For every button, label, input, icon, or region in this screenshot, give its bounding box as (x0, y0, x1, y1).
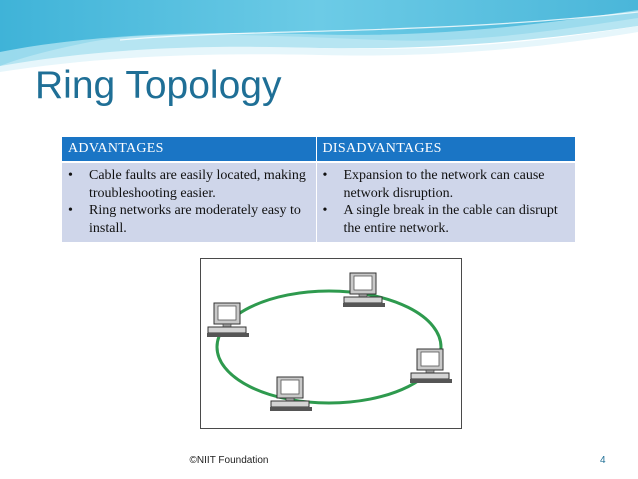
advantages-header: ADVANTAGES (62, 137, 317, 162)
computer-icon (409, 348, 453, 384)
list-item: • Cable faults are easily located, making… (66, 167, 312, 202)
disadvantage-text: A single break in the cable can disrupt … (343, 203, 558, 236)
computer-icon (342, 272, 386, 308)
list-item: • Expansion to the network can cause netw… (321, 167, 572, 202)
ring-cable (215, 289, 443, 405)
bullet-glyph: • (68, 168, 73, 183)
comparison-table: ADVANTAGES DISADVANTAGES • Cable faults a… (62, 137, 575, 242)
disadvantages-header: DISADVANTAGES (316, 137, 575, 162)
disadvantages-cell: • Expansion to the network can cause netw… (316, 161, 575, 242)
computer-icon (206, 302, 250, 338)
ring-diagram-svg (206, 272, 453, 412)
header-wave-band (0, 0, 638, 72)
table-row: • Cable faults are easily located, making… (62, 161, 575, 242)
advantages-list: • Cable faults are easily located, making… (66, 167, 312, 237)
footer-copyright: ©NIIT Foundation (189, 455, 269, 466)
advantage-text: Ring networks are moderately easy to ins… (89, 203, 301, 236)
disadvantages-list: • Expansion to the network can cause netw… (321, 167, 572, 237)
ring-topology-diagram (200, 258, 462, 429)
advantages-cell: • Cable faults are easily located, making… (62, 161, 317, 242)
page-number: 4 (600, 455, 606, 466)
bullet-glyph: • (322, 168, 328, 183)
slide-title: Ring Topology (35, 64, 282, 107)
disadvantage-text: Expansion to the network can cause netwo… (343, 168, 545, 201)
computer-icon (269, 376, 313, 412)
bullet-glyph: • (322, 203, 328, 218)
list-item: • Ring networks are moderately easy to in… (66, 202, 312, 237)
advantage-text: Cable faults are easily located, making … (89, 168, 306, 201)
table-header-row: ADVANTAGES DISADVANTAGES (62, 137, 575, 162)
list-item: • A single break in the cable can disrupt… (321, 202, 572, 237)
bullet-glyph: • (68, 203, 73, 218)
